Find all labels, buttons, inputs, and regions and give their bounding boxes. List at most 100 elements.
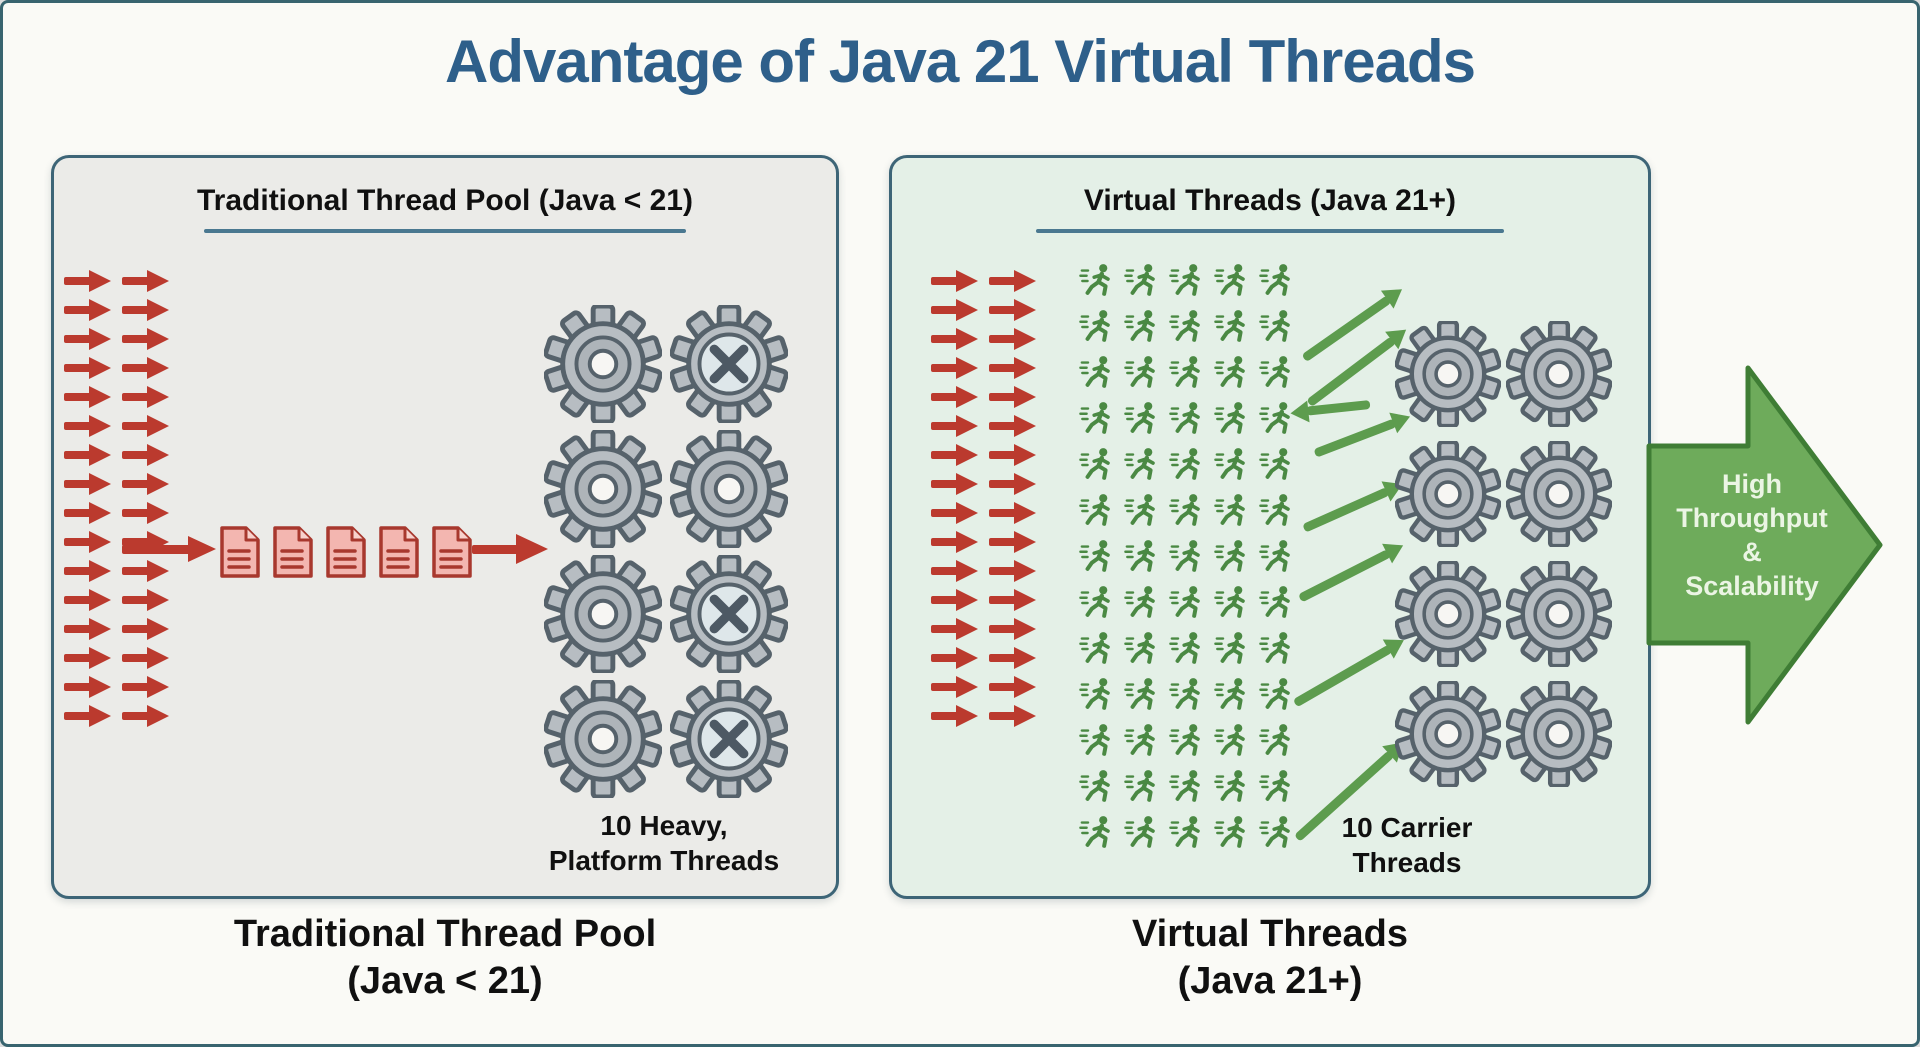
virtual-thread-runner-icon [1259,583,1297,623]
incoming-request-arrow-icon [931,415,978,437]
platform-threads-gears [544,305,788,798]
virtual-thread-runner-icon [1214,583,1252,623]
incoming-request-arrow-icon [989,676,1036,698]
outcome-arrow-label: High Throughput & Scalability [1646,467,1858,603]
incoming-request-arrow-icon [989,618,1036,640]
incoming-request-arrow-icon [64,531,111,553]
incoming-request-arrow-icon [989,357,1036,379]
virtual-threads-grid [1079,261,1297,853]
virtual-thread-runner-icon [1214,629,1252,669]
incoming-request-arrow-icon [989,560,1036,582]
incoming-request-arrow-icon [989,270,1036,292]
virtual-thread-runner-icon [1124,813,1162,853]
outcome-arrow-shape-icon [1646,365,1883,725]
thread-gear-icon [1506,321,1612,427]
left-header-underline [204,229,686,233]
incoming-request-arrow-icon [64,270,111,292]
dispatch-arrow-icon [1302,486,1390,533]
incoming-request-arrow-icon [931,705,978,727]
incoming-request-arrow-icon [122,357,169,379]
virtual-thread-runner-icon [1259,491,1297,531]
right-caption-line1: Virtual Threads [1132,913,1408,955]
virtual-thread-runner-icon [1169,307,1207,347]
virtual-thread-runner-icon [1214,767,1252,807]
incoming-request-arrow-icon [122,502,169,524]
virtual-thread-runner-icon [1259,537,1297,577]
left-caption-line1: Traditional Thread Pool [233,913,657,955]
queued-task-document-icon [271,524,315,580]
virtual-thread-runner-icon [1079,537,1117,577]
blocked-thread-gear-icon [670,555,788,673]
incoming-request-arrow-icon [931,647,978,669]
incoming-request-arrow-icon [931,299,978,321]
virtual-thread-runner-icon [1079,353,1117,393]
incoming-request-arrow-icon [931,357,978,379]
incoming-request-arrow-icon [122,705,169,727]
virtual-thread-runner-icon [1169,491,1207,531]
incoming-request-arrow-icon [989,328,1036,350]
right-panel-caption: Virtual Threads (Java 21+) [889,911,1651,1005]
virtual-thread-runner-icon [1079,491,1117,531]
virtual-thread-runner-icon [1124,721,1162,761]
left-incoming-requests-grid [64,270,169,727]
outcome-line1: High [1722,469,1782,499]
incoming-request-arrow-icon [64,647,111,669]
virtual-thread-runner-icon [1259,261,1297,301]
incoming-request-arrow-icon [122,676,169,698]
thread-gear-icon [1395,681,1501,787]
virtual-thread-runner-icon [1214,491,1252,531]
outcome-line2: Throughput [1676,503,1828,533]
virtual-thread-runner-icon [1169,261,1207,301]
virtual-thread-runner-icon [1079,767,1117,807]
carrier-threads-label: 10 Carrier Threads [1282,810,1532,880]
incoming-request-arrow-icon [64,357,111,379]
traditional-thread-pool-panel: Traditional Thread Pool (Java < 21) 10 H… [51,155,839,899]
incoming-request-arrow-icon [122,299,169,321]
virtual-thread-runner-icon [1169,445,1207,485]
outcome-line3: & [1742,537,1762,567]
virtual-thread-runner-icon [1079,813,1117,853]
incoming-request-arrow-icon [122,560,169,582]
virtual-thread-runner-icon [1124,307,1162,347]
incoming-request-arrow-icon [931,502,978,524]
incoming-request-arrow-icon [122,415,169,437]
virtual-thread-runner-icon [1124,399,1162,439]
carrier-threads-gears [1395,321,1612,787]
virtual-thread-runner-icon [1124,445,1162,485]
virtual-thread-runner-icon [1169,675,1207,715]
thread-gear-icon [1506,441,1612,547]
virtual-thread-runner-icon [1079,261,1117,301]
virtual-thread-runner-icon [1214,261,1252,301]
incoming-request-arrow-icon [931,386,978,408]
incoming-request-arrow-icon [122,589,169,611]
thread-gear-icon [1395,561,1501,667]
virtual-thread-runner-icon [1214,399,1252,439]
queue-feed-arrow-icon [122,536,216,562]
platform-threads-label-line1: 10 Heavy, [600,810,728,841]
virtual-thread-runner-icon [1124,675,1162,715]
incoming-request-arrow-icon [122,386,169,408]
thread-gear-icon [544,305,662,423]
virtual-thread-runner-icon [1169,399,1207,439]
incoming-request-arrow-icon [64,328,111,350]
left-caption-line2: (Java < 21) [347,960,543,1002]
incoming-request-arrow-icon [931,589,978,611]
incoming-request-arrow-icon [64,415,111,437]
dispatch-arrow-icon [1313,418,1397,458]
blocked-thread-gear-icon [670,680,788,798]
left-panel-header: Traditional Thread Pool (Java < 21) [197,184,693,217]
queued-task-document-icon [324,524,368,580]
virtual-thread-runner-icon [1079,307,1117,347]
incoming-request-arrow-icon [122,473,169,495]
incoming-request-arrow-icon [989,502,1036,524]
virtual-thread-runner-icon [1169,583,1207,623]
incoming-request-arrow-icon [122,647,169,669]
virtual-thread-runner-icon [1169,767,1207,807]
right-caption-line2: (Java 21+) [1177,960,1363,1002]
thread-gear-icon [1506,681,1612,787]
incoming-request-arrow-icon [989,415,1036,437]
virtual-thread-runner-icon [1259,353,1297,393]
incoming-request-arrow-icon [64,705,111,727]
incoming-request-arrow-icon [64,502,111,524]
